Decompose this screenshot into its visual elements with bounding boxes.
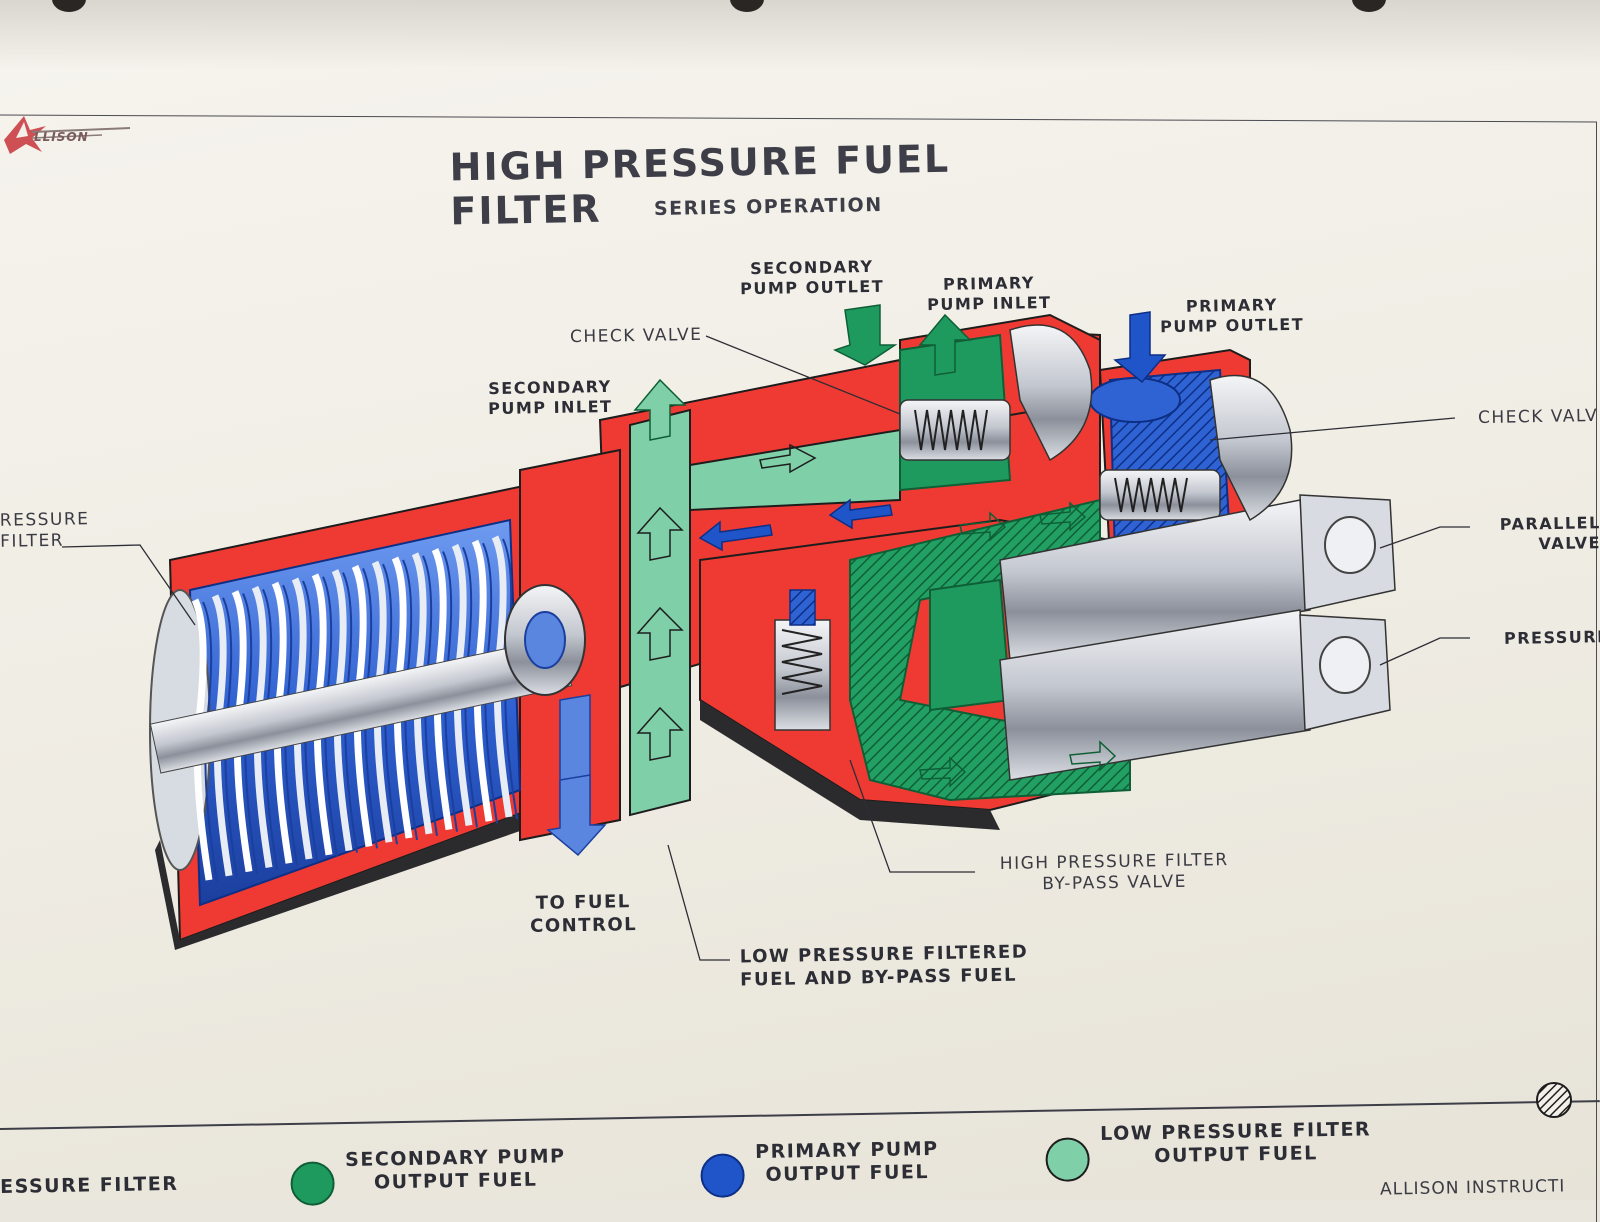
label-parallel-valve: PARALLEL VALVE — [1499, 513, 1600, 554]
flow-arrows — [546, 304, 1167, 857]
green-flow-arrow — [1069, 740, 1117, 772]
channel-up-arrow — [636, 506, 684, 561]
label-pressure: PRESSURE — [1503, 627, 1600, 648]
label-primary-pump-outlet: PRIMARY PUMP OUTLET — [1160, 295, 1305, 337]
label-bypass-valve: HIGH PRESSURE FILTER BY-PASS VALVE — [999, 850, 1229, 895]
parallel-valve-body — [999, 494, 1396, 661]
channel-up-arrow — [636, 706, 684, 761]
to-fuel-control-arrow — [546, 774, 607, 857]
pressure-valve-body — [999, 609, 1391, 781]
green-flow-arrow — [959, 511, 1007, 542]
binder-hole — [730, 0, 764, 12]
label-secondary-pump-outlet: SECONDARY PUMP OUTLET — [740, 256, 885, 299]
primary-inlet-arrow — [918, 313, 972, 376]
green-flow-arrow — [1039, 501, 1087, 532]
crossover-arrow — [759, 443, 817, 474]
label-low-pressure-filtered: LOW PRESSURE FILTERED FUEL AND BY-PASS F… — [739, 941, 1029, 991]
binder-hole — [1352, 0, 1386, 12]
legend-text: LOW PRESSURE FILTER OUTPUT FUEL — [1099, 1118, 1372, 1167]
label-pressure-filter: RESSURE FILTER — [0, 509, 90, 553]
green-flow-arrow — [919, 756, 967, 788]
legend-text: PRIMARY PUMP OUTPUT FUEL — [754, 1137, 939, 1186]
leader-lines — [61, 335, 1470, 961]
bypass-valve — [774, 589, 831, 731]
return-arrow — [828, 498, 893, 530]
label-check-valve: CHECK VALV — [1477, 405, 1599, 429]
check-valve-primary — [899, 399, 1011, 461]
legend-text: ESSURE FILTER — [0, 1172, 179, 1198]
allison-logo-icon — [4, 116, 131, 154]
legend-hatch-swatch-icon — [1536, 1082, 1572, 1118]
return-arrow — [698, 520, 773, 552]
check-valve-secondary — [1099, 469, 1221, 521]
label-primary-pump-inlet: PRIMARY PUMP INLET — [927, 273, 1052, 315]
elbow-fitting — [1009, 324, 1293, 522]
binder-hole — [52, 0, 86, 12]
label-to-fuel-control: TO FUEL CONTROL — [530, 891, 638, 937]
filter-element — [149, 518, 586, 907]
secondary-outlet-arrow — [833, 304, 898, 366]
label-secondary-pump-inlet: SECONDARY PUMP INLET — [488, 376, 613, 419]
footer-text: ALLISON INSTRUCTI — [1379, 1176, 1566, 1200]
secondary-inlet-arrow — [633, 378, 687, 441]
primary-outlet-arrow — [1113, 311, 1167, 384]
legend-text: SECONDARY PUMP OUTPUT FUEL — [344, 1145, 566, 1194]
label-check-valve: CHECK VALVE — [569, 324, 703, 348]
brand-logo-text: LLISON — [34, 130, 89, 144]
page-top-shadow — [0, 0, 1600, 70]
channel-up-arrow — [636, 606, 684, 661]
